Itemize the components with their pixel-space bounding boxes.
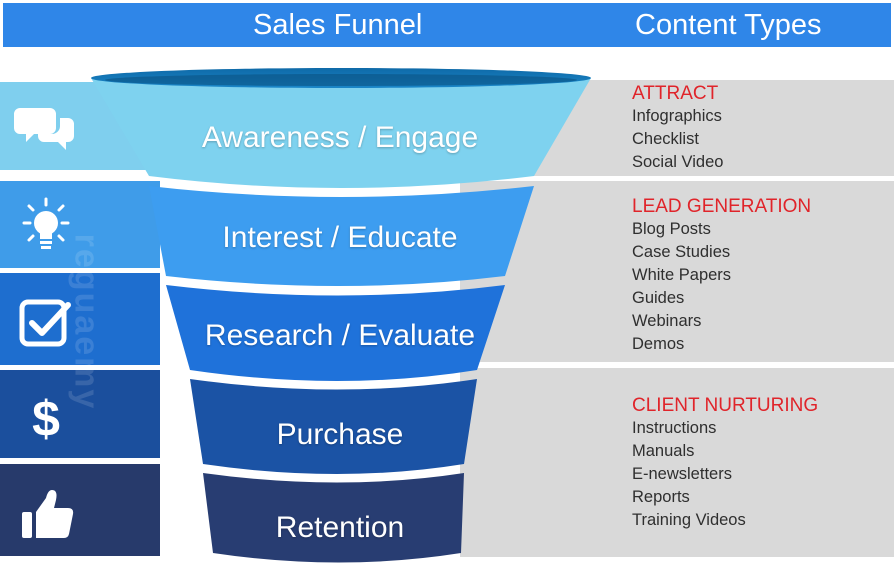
stage-label-interest: Interest / Educate [222,221,458,254]
speech-bubbles-icon [14,98,78,162]
funnel-segment-retention [203,473,464,563]
lightbulb-icon [14,195,78,259]
list-item: Reports [632,488,690,506]
funnel-segment-awareness [91,78,591,188]
content-group-lead-generation: LEAD GENERATION Blog Posts Case Studies … [632,195,892,356]
category-client-nurturing: CLIENT NURTURING [632,395,819,416]
list-item: Case Studies [632,243,731,261]
stage-label-purchase: Purchase [276,418,404,451]
stage-label-retention: Retention [275,511,405,544]
list-item: Checklist [632,130,699,148]
list-item: Guides [632,289,685,307]
dollar-icon: $ [14,386,78,450]
sales-funnel-title: Sales Funnel [253,9,423,41]
funnel-segment-interest [149,186,534,286]
thumbs-up-icon [14,482,78,546]
content-panel-lead-generation [460,181,894,362]
list-item: Blog Posts [632,220,711,238]
checkbox-icon [14,290,78,354]
header-bar: Sales Funnel Content Types [3,3,891,47]
list-item: Demos [632,335,685,353]
funnel-segment-purchase [190,379,477,474]
stage-band-retention [0,464,160,556]
svg-text:$: $ [32,391,60,447]
funnel-segment-research [166,285,505,381]
category-lead-generation: LEAD GENERATION [632,196,812,217]
list-item: Training Videos [632,511,746,529]
list-item: White Papers [632,266,732,284]
list-item: Instructions [632,419,717,437]
content-group-client-nurturing: CLIENT NURTURING Instructions Manuals E-… [632,394,892,532]
list-item: Social Video [632,153,724,171]
list-item: Infographics [632,107,722,125]
content-panel-client-nurturing [460,368,894,557]
stage-label-awareness: Awareness / Engage [201,121,479,154]
stage-label-research: Research / Evaluate [204,319,476,352]
stage-band-purchase [0,370,160,458]
content-group-attract: ATTRACT Infographics Checklist Social Vi… [632,82,892,174]
content-types-title: Content Types [635,9,822,41]
list-item: E-newsletters [632,465,732,483]
category-attract: ATTRACT [632,83,719,104]
stage-band-research [0,273,160,365]
list-item: Manuals [632,442,695,460]
list-item: Webinars [632,312,702,330]
